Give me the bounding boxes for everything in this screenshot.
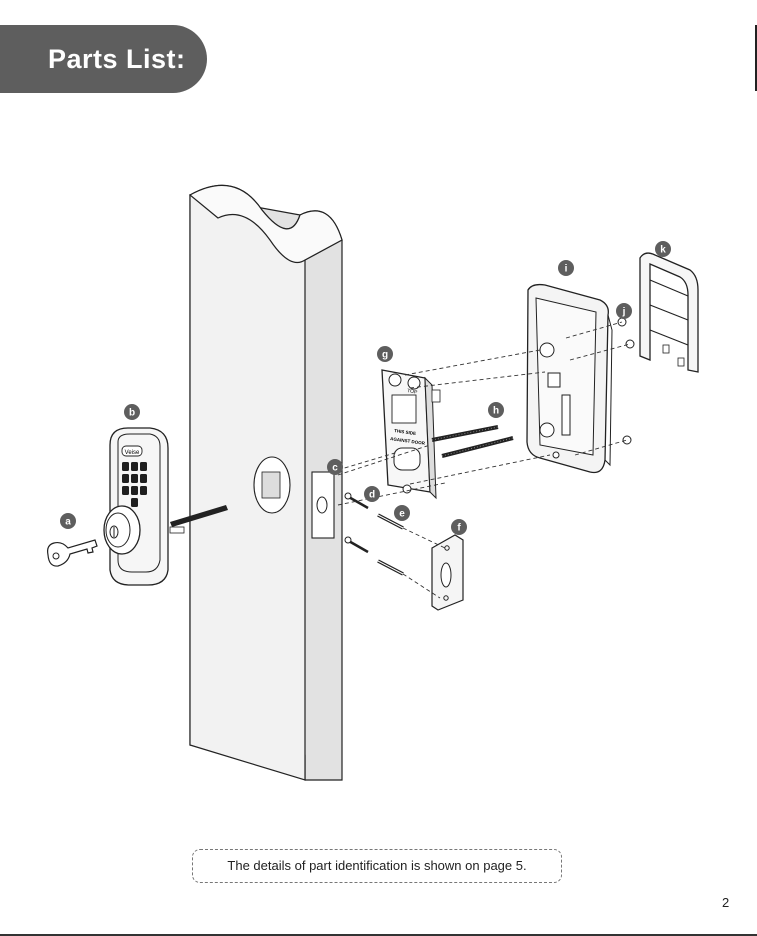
mounting-plate: TOP THIS SIDE AGAINST DOOR xyxy=(382,370,440,498)
key-icon xyxy=(48,540,97,566)
door xyxy=(190,185,342,780)
svg-text:c: c xyxy=(332,463,338,474)
label-k: k xyxy=(655,241,671,257)
svg-text:d: d xyxy=(369,490,375,501)
label-g: g xyxy=(377,346,393,362)
keypad-badge-text: Veise xyxy=(125,450,140,456)
strike-plate xyxy=(432,535,463,610)
caption-box: The details of part identification is sh… xyxy=(192,849,562,883)
label-b: b xyxy=(124,404,140,420)
svg-text:b: b xyxy=(129,408,135,419)
svg-text:i: i xyxy=(565,264,568,275)
svg-text:j: j xyxy=(622,307,626,318)
page-number: 2 xyxy=(722,895,729,910)
label-c: c xyxy=(327,459,343,475)
svg-text:a: a xyxy=(65,517,71,528)
svg-text:g: g xyxy=(382,350,388,361)
svg-text:e: e xyxy=(399,509,405,520)
label-a: a xyxy=(60,513,76,529)
label-f: f xyxy=(451,519,467,535)
through-bolts xyxy=(432,427,513,456)
label-j: j xyxy=(616,303,632,319)
label-e: e xyxy=(394,505,410,521)
small-screws xyxy=(618,318,634,444)
svg-text:k: k xyxy=(660,245,666,256)
interior-assembly xyxy=(527,285,612,473)
label-d: d xyxy=(364,486,380,502)
battery-cover xyxy=(640,253,698,372)
svg-text:h: h xyxy=(493,406,499,417)
label-i: i xyxy=(558,260,574,276)
screws-de xyxy=(345,493,403,574)
label-h: h xyxy=(488,402,504,418)
